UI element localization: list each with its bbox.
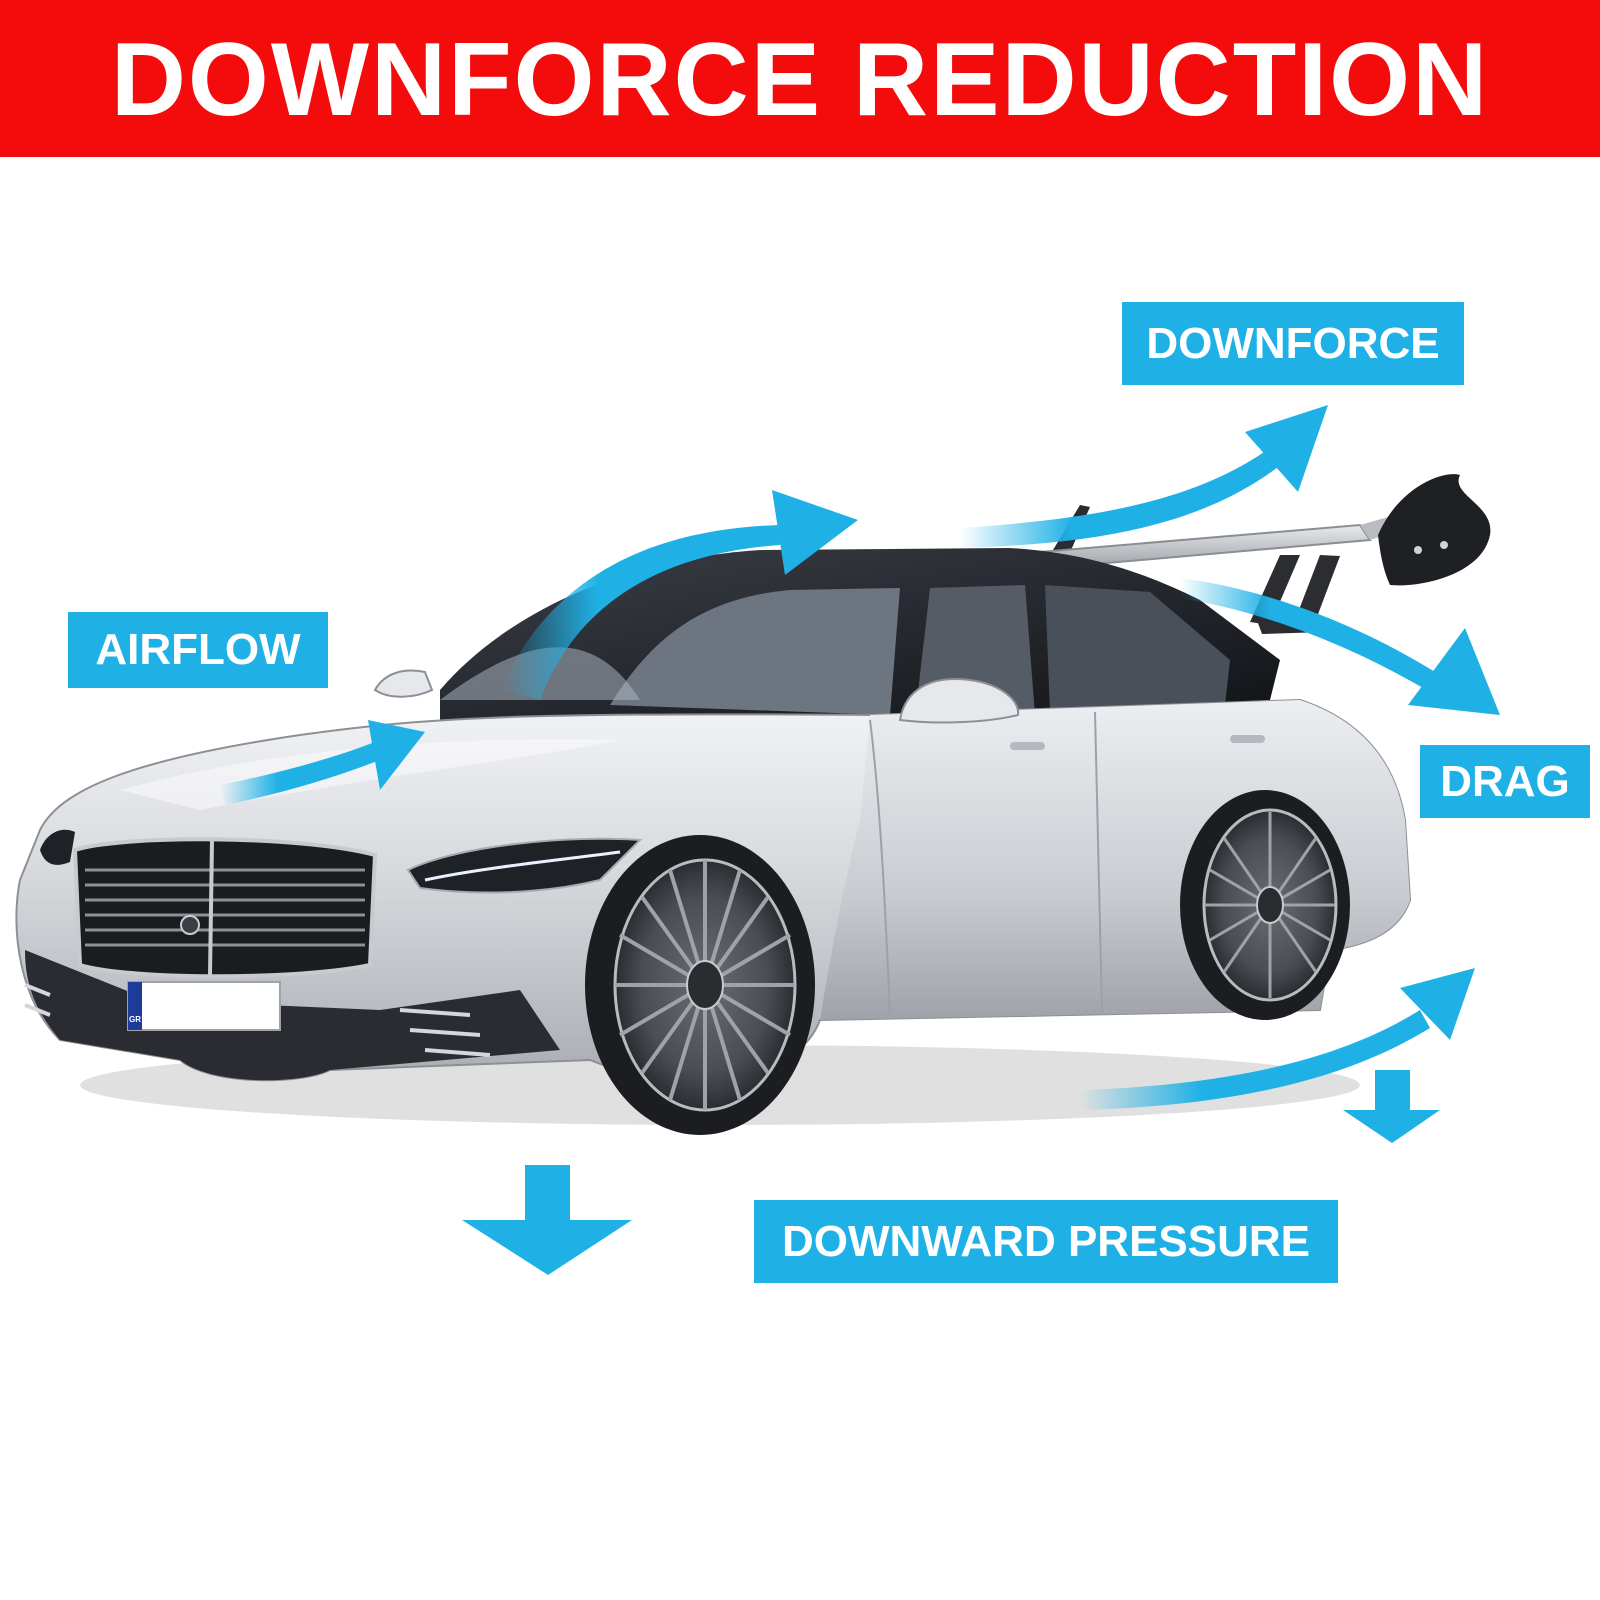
windshield-airflow-arrow bbox=[500, 525, 780, 700]
pressure-arrows bbox=[462, 1070, 1440, 1275]
drag-arrow-head bbox=[1408, 628, 1500, 715]
hood-airflow-arrow bbox=[220, 740, 385, 805]
car-body: GR bbox=[15, 548, 1412, 1083]
airflow-label: AIRFLOW bbox=[68, 612, 328, 688]
drag-airflow-arrow bbox=[1180, 578, 1440, 692]
page-title: DOWNFORCE REDUCTION bbox=[110, 21, 1490, 138]
airflow-arrows bbox=[220, 405, 1500, 1110]
front-wheel bbox=[585, 835, 815, 1135]
down-arrow-icon bbox=[1343, 1070, 1440, 1143]
down-arrow-icon bbox=[462, 1165, 632, 1275]
drag-label: DRAG bbox=[1420, 745, 1590, 818]
hood-arrow-head bbox=[368, 720, 425, 790]
downward-pressure-label: DOWNWARD PRESSURE bbox=[754, 1200, 1338, 1283]
downforce-label: DOWNFORCE bbox=[1122, 302, 1464, 385]
downforce-arrow-head bbox=[1245, 405, 1328, 492]
header-banner: DOWNFORCE REDUCTION bbox=[0, 0, 1600, 157]
license-plate bbox=[127, 981, 281, 1031]
underbody-airflow-arrow bbox=[1080, 1010, 1430, 1110]
windshield-arrow-head bbox=[772, 490, 858, 575]
plate-country-code: GR bbox=[129, 1015, 141, 1024]
rear-wheel bbox=[1180, 790, 1350, 1020]
underbody-arrow-head bbox=[1400, 968, 1475, 1040]
roof-airflow-arrow bbox=[960, 448, 1282, 548]
